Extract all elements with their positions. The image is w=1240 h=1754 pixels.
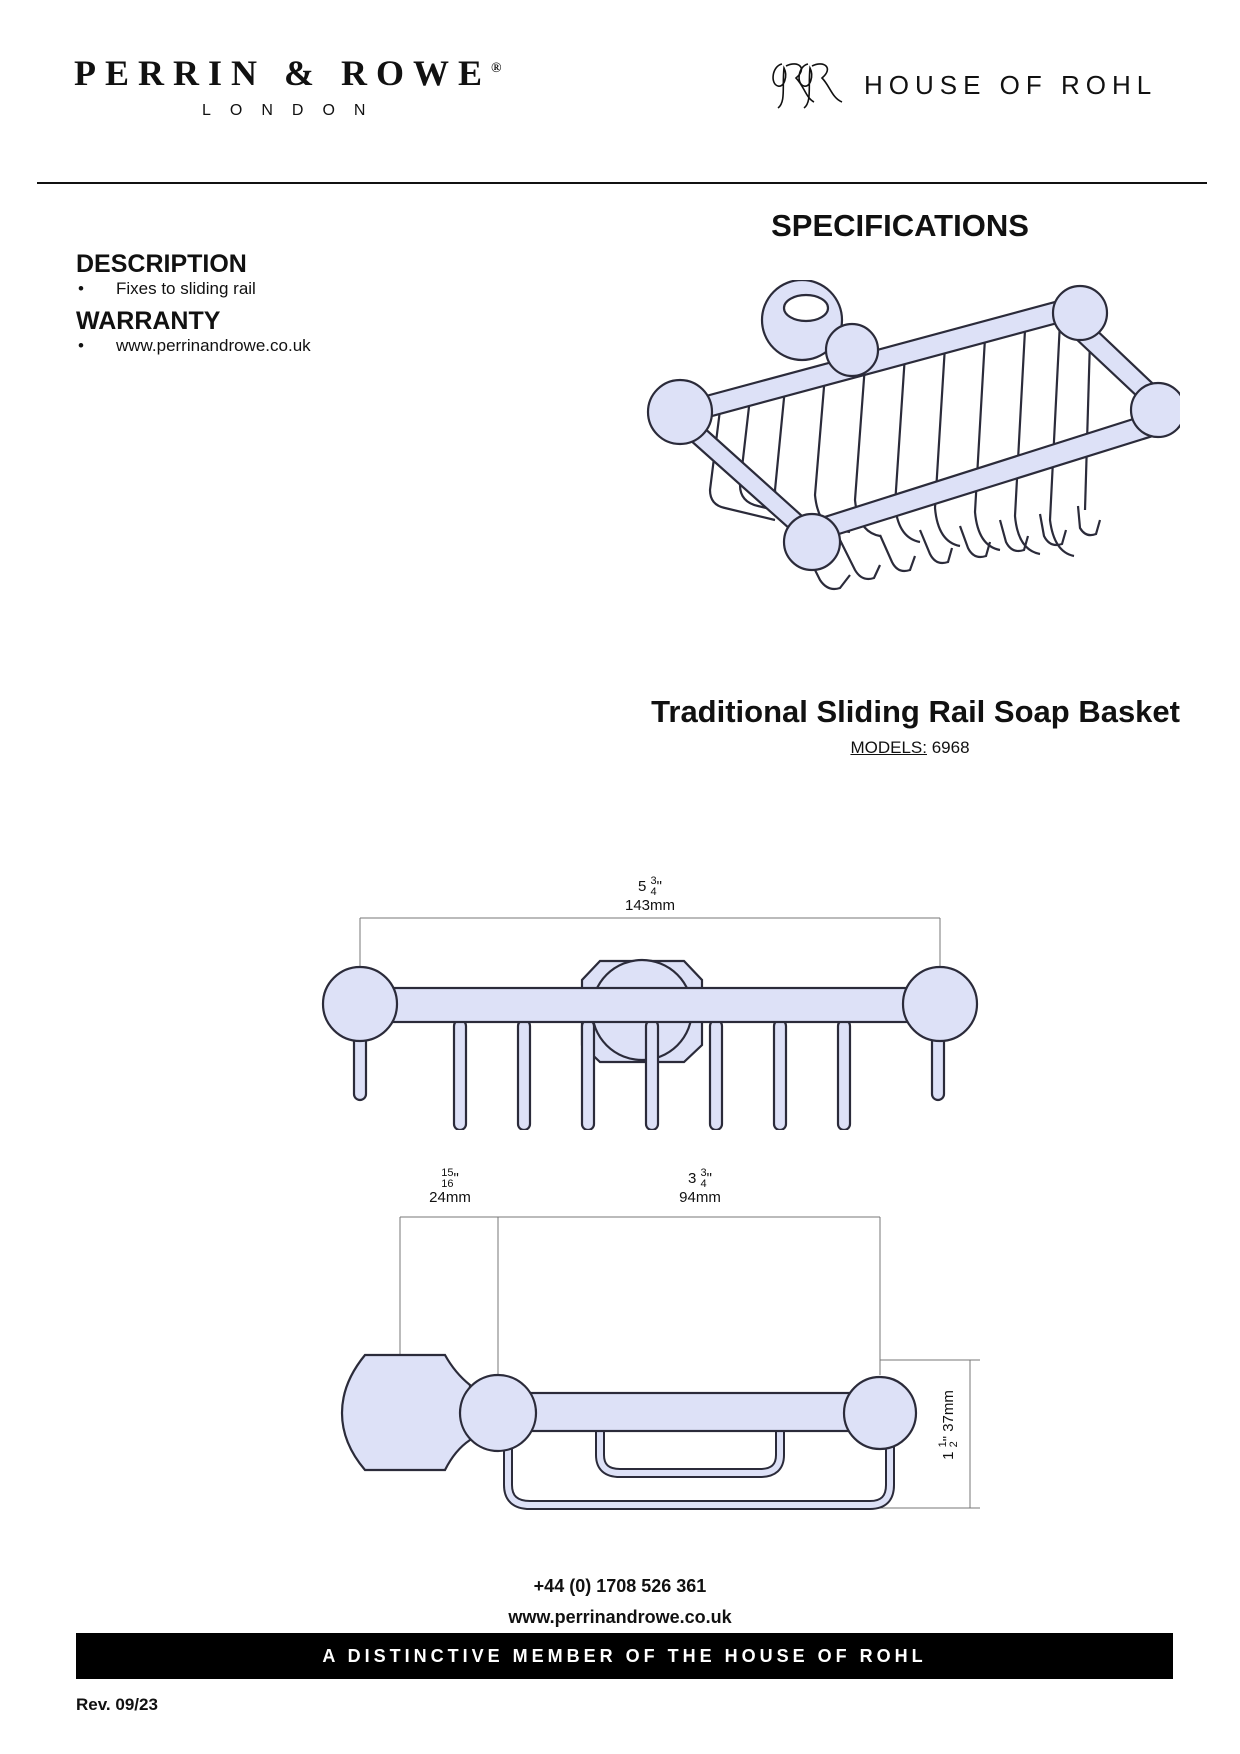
footer-website-link[interactable]: www.perrinandrowe.co.uk <box>508 1607 732 1627</box>
description-item-text: Fixes to sliding rail <box>116 279 256 298</box>
warranty-title: WARRANTY <box>76 307 221 335</box>
front-elevation-drawing <box>321 917 979 1130</box>
offset-mm: 24mm <box>429 1189 471 1206</box>
warranty-link[interactable]: www.perrinandrowe.co.uk <box>116 336 311 355</box>
depth-mm: 94mm <box>679 1189 721 1206</box>
side-elevation-drawing <box>340 1216 980 1510</box>
description-section: DESCRIPTION • Fixes to sliding rail WARR… <box>76 250 576 356</box>
brand-city: LONDON <box>202 102 385 119</box>
width-mm: 143mm <box>624 897 676 914</box>
description-item: • Fixes to sliding rail <box>76 279 576 299</box>
header-divider <box>37 182 1207 184</box>
revision-label: Rev. 09/23 <box>76 1695 158 1714</box>
bullet-icon: • <box>78 336 84 355</box>
models-label: MODELS: <box>850 738 927 757</box>
models-line: MODELS: 6968 <box>760 738 1060 758</box>
perrin-rowe-logo: PERRIN & ROWE® LONDON <box>74 52 524 120</box>
depth-whole: 3 <box>688 1169 697 1187</box>
house-of-rohl-logo: HOUSE OF ROHL <box>764 56 1184 116</box>
rr-monogram-icon <box>772 63 843 109</box>
product-title: Traditional Sliding Rail Soap Basket <box>651 694 1180 729</box>
brand-name: PERRIN & ROWE® <box>74 53 502 93</box>
parent-brand-name: HOUSE OF ROHL <box>864 70 1158 100</box>
bullet-icon: • <box>78 279 84 298</box>
phone-number: +44 (0) 1708 526 361 <box>533 1576 707 1596</box>
specifications-heading: SPECIFICATIONS <box>771 208 1029 243</box>
footer-banner: A DISTINCTIVE MEMBER OF THE HOUSE OF ROH… <box>76 1633 1173 1679</box>
isometric-product-drawing <box>646 280 1180 591</box>
width-whole: 5 <box>638 877 647 895</box>
description-title: DESCRIPTION <box>76 250 247 278</box>
warranty-item: • www.perrinandrowe.co.uk <box>76 336 576 356</box>
models-value: 6968 <box>931 738 970 757</box>
